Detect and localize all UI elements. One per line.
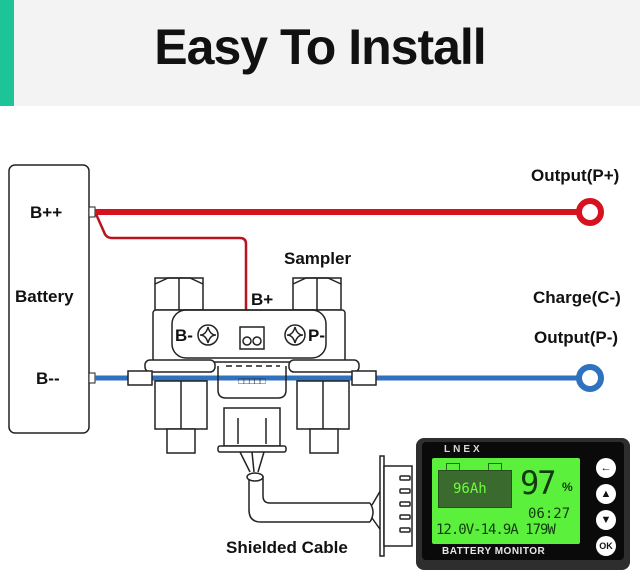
up-arrow-icon[interactable]: ▲ (596, 484, 616, 504)
battery-label: Battery (15, 287, 74, 306)
battery-neg-label: B-- (36, 369, 60, 388)
battery-neg-terminal (88, 372, 96, 384)
monitor-brand: LNEX (444, 444, 483, 455)
monitor-bezel: LNEX 96Ah 97 % 06:27 12.0V-14.9A 179W ← … (422, 442, 624, 560)
battery-cap-right (488, 463, 502, 470)
power-readout: 12.0V-14.9A 179W (436, 522, 556, 538)
positive-output-ring (576, 198, 604, 226)
charge-label: Charge(C-) (533, 288, 621, 307)
back-arrow-icon[interactable]: ← (596, 458, 616, 478)
b-plus-terminal-block (239, 326, 265, 350)
battery-box (8, 164, 90, 434)
down-arrow-icon[interactable]: ▼ (596, 510, 616, 530)
sampler-p-minus-label: P- (308, 326, 325, 345)
time-readout: 06:27 (528, 506, 571, 522)
accent-bar (0, 0, 14, 106)
shielded-cable (248, 476, 370, 523)
shielded-cable-label: Shielded Cable (226, 538, 348, 557)
battery-cap-left (446, 463, 460, 470)
sampler-left-bolt-head (154, 277, 204, 311)
p-minus-screw-icon (284, 324, 306, 346)
b-minus-screw-icon (197, 324, 219, 346)
header-banner: Easy To Install (0, 0, 640, 106)
sampler-right-flange (288, 359, 377, 454)
sampler-right-bolt-head (292, 277, 342, 311)
capacity-readout: 96Ah (453, 481, 487, 497)
monitor-label: BATTERY MONITOR (442, 546, 546, 557)
page-title: Easy To Install (154, 19, 486, 75)
cable-plug (217, 407, 287, 473)
battery-icon: 96Ah (438, 470, 512, 508)
negative-output-ring (576, 364, 604, 392)
battery-pos-label: B++ (30, 203, 63, 222)
sampler-left-flange (127, 359, 216, 454)
percent-readout: 97 (520, 464, 557, 502)
sense-wire (94, 213, 248, 340)
output-negative-label: Output(P-) (534, 328, 619, 347)
output-positive-label: Output(P+) (531, 166, 620, 185)
percent-unit: % (562, 480, 573, 494)
lcd-screen: 96Ah 97 % 06:27 12.0V-14.9A 179W (432, 458, 580, 544)
sampler-label: Sampler (284, 249, 352, 268)
sampler-b-minus-label: B- (175, 326, 193, 345)
svg-text:□□□□□: □□□□□ (238, 377, 266, 387)
monitor-rear-connector (379, 455, 413, 557)
ok-button[interactable]: OK (596, 536, 616, 556)
sampler-connector: □□□□□ (217, 365, 287, 399)
battery-pos-terminal (88, 206, 96, 218)
sampler-b-plus-label: B+ (251, 290, 274, 309)
battery-monitor: LNEX 96Ah 97 % 06:27 12.0V-14.9A 179W ← … (416, 438, 630, 570)
